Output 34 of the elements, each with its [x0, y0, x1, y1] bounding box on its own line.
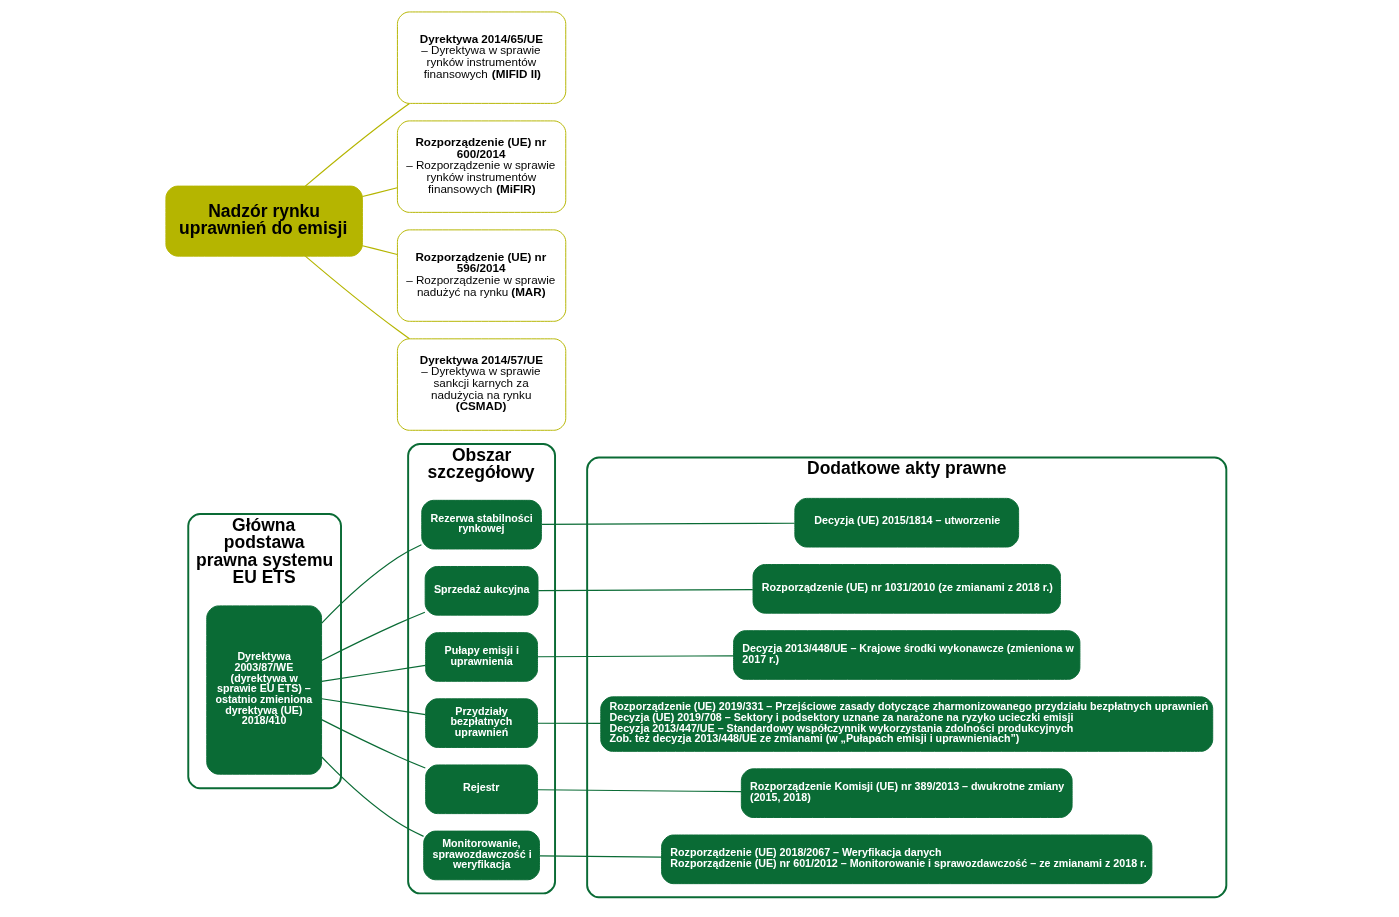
node-box: Przydziały bezpłatnych uprawnień: [424, 698, 538, 748]
node-box: Dyrektywa 2003/87/WE (dyrektywa w sprawie EU ETS) – ostatnio zmieniona dyrektywą (UE) 2018/410: [205, 605, 322, 775]
node-box: Pułapy emisji i uprawnienia: [424, 632, 538, 682]
connector: [536, 789, 742, 793]
connector: [538, 855, 662, 858]
node-box: Rezerwa stabilności rynkowej: [420, 499, 542, 550]
node-box: Monitorowanie, sprawozdawczość i weryfikacja: [422, 830, 540, 881]
connector: [536, 722, 601, 724]
node-box: Rozporządzenie (UE) nr 600/2014 – Rozporządzenie w sprawie rynków instrumentów finansowych (MiFIR): [396, 120, 566, 213]
node-box: Rozporządzenie (UE) 2019/331 – Przejściowe zasady dotyczące zharmonizowanego przydziału bezpłatnych uprawnień Decyzja (UE) 2019/708 – Sektory i podsektory uznane za narażone na ryzyko ucieczki emisji Decyzja 2013/447/UE – Standardowy współczynnik wykorzystania zdolności produkcyjnych Zob. też decyzja 2013/448/UE ze zmianami (w „Pułapach emisji i uprawnieniach”): [599, 696, 1213, 752]
connector: [304, 102, 410, 187]
connector: [361, 187, 398, 198]
connector: [320, 756, 424, 837]
connector: [536, 655, 734, 658]
node-box: Rozporządzenie Komisji (UE) nr 389/2013 – dwukrotne zmiany (2015, 2018): [740, 768, 1073, 818]
connector: [320, 664, 426, 682]
node-box: Dyrektywa 2014/65/UE – Dyrektywa w sprawie rynków instrumentów finansowych (MIFID II): [396, 11, 566, 104]
node-box: Rozporządzenie (UE) 2018/2067 – Weryfikacja danych Rozporządzenie (UE) nr 601/2012 – Monitorowanie i sprawozdawczość – ze zmianami z 2018 r.: [660, 834, 1152, 885]
node-box: Sprzedaż aukcyjna: [424, 566, 538, 616]
connector: [304, 255, 410, 340]
node-box: Rozporządzenie (UE) nr 1031/2010 (ze zmianami z 2018 r.): [752, 564, 1061, 614]
node-box: Decyzja 2013/448/UE – Krajowe środki wykonawcze (zmieniona w 2017 r.): [732, 630, 1080, 680]
node-box: Nadzór rynku uprawnień do emisji: [164, 185, 363, 257]
node-box: Dyrektywa 2014/57/UE – Dyrektywa w sprawie sankcji karnych za nadużycia na rynku (CSMAD): [396, 338, 566, 431]
connector: [320, 544, 422, 624]
node-box: Decyzja (UE) 2015/1814 – utworzenie: [793, 497, 1019, 548]
connector: [320, 611, 425, 662]
connector: [320, 719, 426, 769]
connector: [537, 589, 753, 592]
connector: [361, 245, 398, 256]
node-box: Rozporządzenie (UE) nr 596/2014 – Rozporządzenie w sprawie nadużyć na rynku (MAR): [396, 229, 566, 322]
connector: [320, 698, 426, 716]
node-box: Rejestr: [424, 764, 538, 815]
connector: [540, 522, 795, 525]
